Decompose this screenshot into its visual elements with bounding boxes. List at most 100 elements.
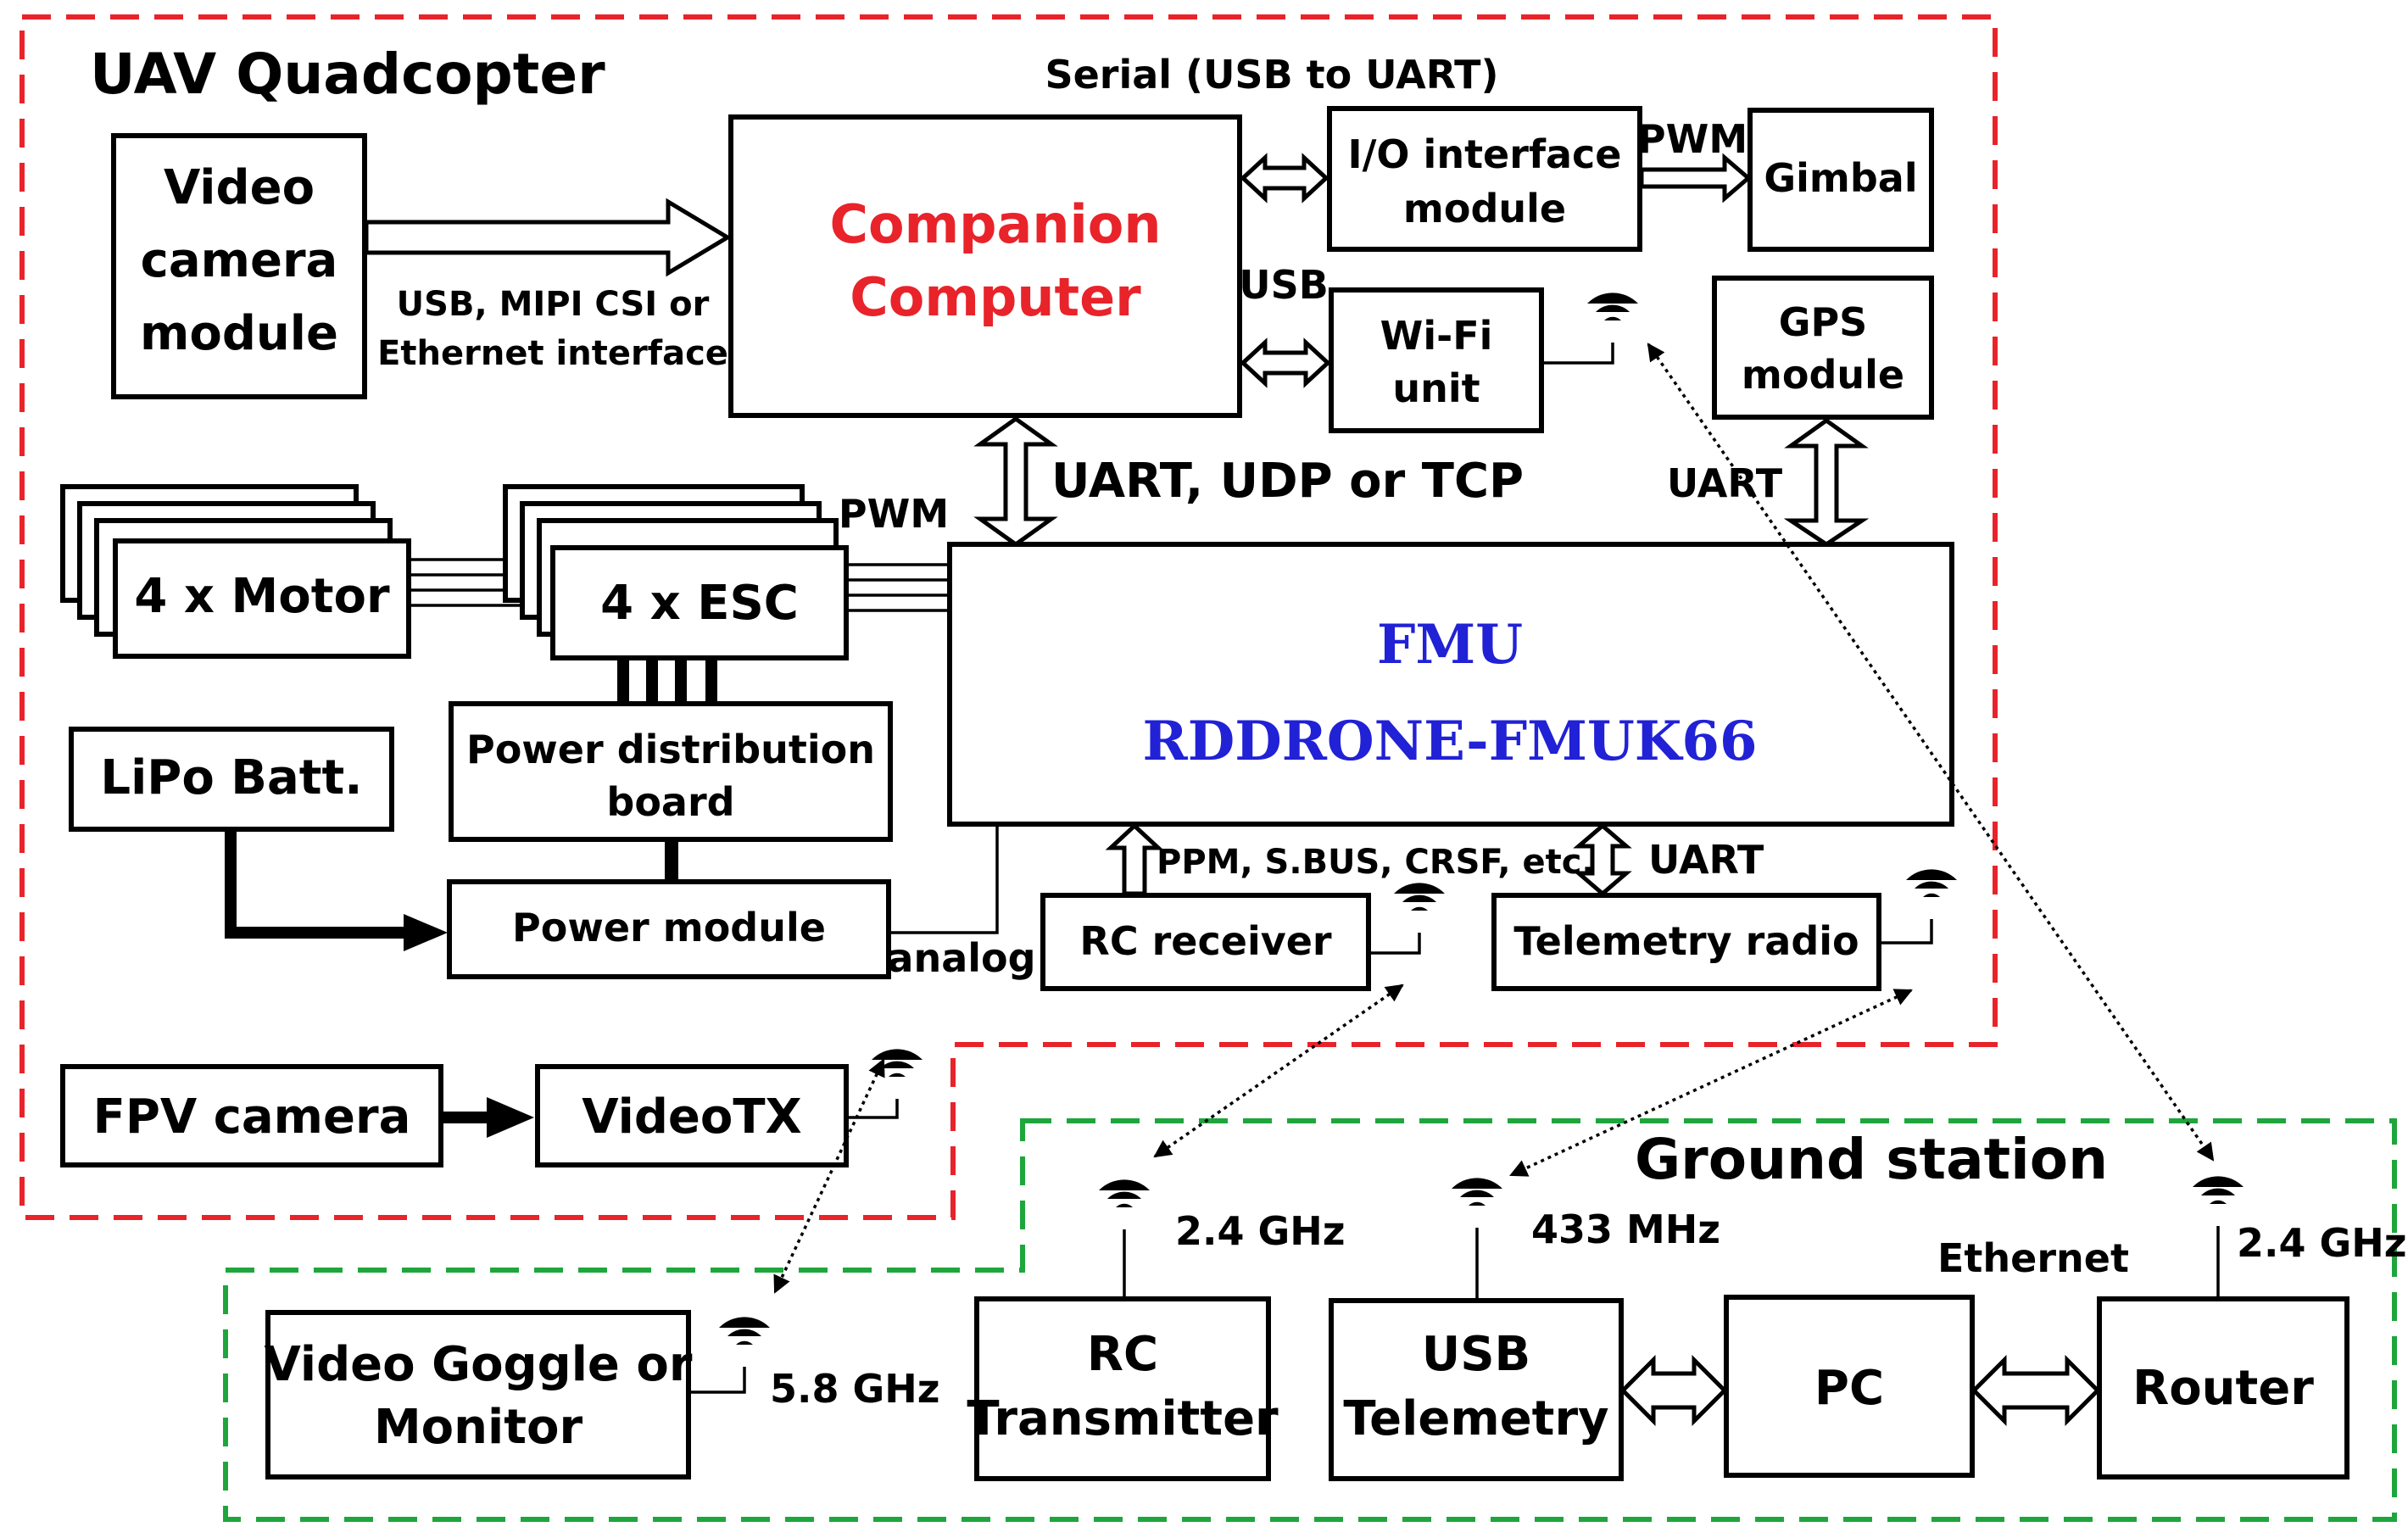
telemetry-fmu-arrow — [1573, 822, 1632, 897]
wifi-label-1: Wi-Fi — [1380, 313, 1493, 359]
video-camera-label-3: module — [140, 306, 338, 361]
fpv-camera-label: FPV camera — [93, 1089, 411, 1145]
pwm-esc-label: PWM — [839, 491, 949, 537]
companion-io-arrow — [1240, 153, 1329, 203]
motor-stack: 4 x Motor — [60, 484, 411, 659]
rc-wireless-link — [1153, 984, 1404, 1158]
pc-label: PC — [1814, 1361, 1884, 1416]
rc-tx-label-1: RC — [1087, 1327, 1158, 1382]
fmu-label-2: RDDRONE-FMUK66 — [1143, 710, 1758, 773]
companion-label-1: Companion — [829, 193, 1161, 255]
freq-telem-label: 433 MHz — [1531, 1206, 1720, 1252]
power-module: Power module — [447, 879, 891, 979]
video-goggle-monitor: Video Goggle or Monitor — [265, 1310, 693, 1479]
gps-label-2: module — [1742, 352, 1904, 398]
router-label: Router — [2132, 1361, 2314, 1416]
serial-label: Serial (USB to UART) — [1045, 52, 1498, 98]
camera-to-companion-arrow — [364, 198, 732, 277]
video-wireless-link — [773, 1058, 885, 1294]
usb-telemetry-pc-arrow — [1619, 1354, 1728, 1427]
pwm-gimbal-label: PWM — [1637, 116, 1747, 162]
video-tx-label: VideoTX — [582, 1089, 801, 1145]
battery-label: LiPo Batt. — [100, 750, 362, 805]
videotx-antenna-icon — [872, 1049, 923, 1099]
telemetry-radio-label: Telemetry radio — [1513, 918, 1859, 964]
video-camera-label-1: Video — [164, 160, 315, 215]
freq-wifi-label: 2.4 GHz — [2237, 1220, 2407, 1266]
fmu: FMU RDDRONE-FMUK66 — [947, 542, 1954, 827]
rc-transmitter: RC Transmitter — [967, 1296, 1279, 1481]
goggle-label-2: Monitor — [374, 1400, 583, 1455]
freq-rc-label: 2.4 GHz — [1175, 1208, 1346, 1254]
camera-interface-label-2: Ethernet interface — [377, 334, 728, 373]
goggle-label-1: Video Goggle or — [265, 1337, 693, 1392]
gps-label-1: GPS — [1779, 299, 1868, 345]
video-tx: VideoTX — [535, 1064, 849, 1167]
router: Router — [2097, 1296, 2349, 1479]
telemetry-radio: Telemetry radio — [1491, 893, 1881, 991]
esc-fmu-wires — [846, 563, 953, 612]
analog-label: analog — [887, 935, 1035, 981]
rc-tx-label-2: Transmitter — [967, 1391, 1279, 1446]
io-gimbal-arrow — [1639, 153, 1752, 203]
router-antenna-icon — [2193, 1176, 2244, 1226]
pc-router-arrow — [1970, 1354, 2101, 1427]
wifi-wireless-link — [1647, 343, 2215, 1162]
fmu-label-1: FMU — [1377, 613, 1523, 677]
rc-antenna-feed — [1370, 933, 1421, 955]
video-camera-label-2: camera — [141, 233, 338, 288]
companion-label-2: Computer — [850, 266, 1141, 328]
rc-transmitter-antenna-icon — [1099, 1179, 1150, 1229]
rc-receiver-label: RC receiver — [1079, 918, 1331, 964]
pc: PC — [1724, 1295, 1975, 1478]
esc-pdb-power-wires — [617, 660, 717, 704]
ethernet-label: Ethernet — [1937, 1235, 2129, 1281]
ground-station-group-border — [223, 1118, 2397, 1522]
battery-pm-wire — [225, 831, 409, 939]
telemetry-radio-antenna-icon — [1906, 869, 1957, 919]
video-camera-module: Video camera module — [111, 133, 367, 399]
wifi-unit: Wi-Fi unit — [1329, 287, 1544, 433]
pdb-pm-wire — [665, 839, 678, 880]
battery-pm-arrowhead — [404, 914, 448, 951]
usb-telemetry-label-1: USB — [1422, 1327, 1531, 1382]
telemetry-wireless-link — [1509, 989, 1913, 1177]
rc-fmu-arrow — [1105, 822, 1164, 896]
io-label-1: I/O interface — [1348, 131, 1622, 177]
goggle-antenna-icon — [719, 1317, 770, 1367]
usb-label: USB — [1239, 262, 1329, 308]
ground-station-title: Ground station — [1635, 1127, 2108, 1192]
esc-label: 4 x ESC — [600, 576, 799, 631]
telemetry-antenna-feed — [1881, 919, 1933, 945]
companion-computer: Companion Computer — [728, 114, 1242, 418]
power-module-label: Power module — [512, 905, 826, 950]
lipo-battery: LiPo Batt. — [69, 727, 394, 832]
analog-sense-line — [890, 826, 999, 934]
gps-link-label: UART — [1667, 460, 1783, 506]
power-distribution-board: Power distribution board — [449, 701, 893, 842]
gimbal: Gimbal — [1747, 108, 1934, 252]
goggle-antenna-feed — [690, 1367, 746, 1394]
rc-link-label: PPM, S.BUS, CRSF, etc. — [1157, 843, 1595, 882]
wifi-antenna-feed — [1543, 343, 1614, 365]
wifi-label-2: unit — [1392, 365, 1480, 411]
uav-title: UAV Quadcopter — [90, 42, 605, 107]
videotx-antenna-feed — [848, 1099, 899, 1119]
gps-fmu-arrow — [1783, 417, 1870, 548]
usb-telemetry: USB Telemetry — [1329, 1298, 1624, 1481]
pdb-label-1: Power distribution — [466, 727, 875, 772]
gimbal-label: Gimbal — [1764, 155, 1917, 201]
rc-receiver: RC receiver — [1040, 893, 1371, 991]
rc-receiver-antenna-icon — [1394, 883, 1445, 933]
motor-label: 4 x Motor — [134, 569, 390, 624]
companion-fmu-arrow — [973, 415, 1058, 548]
usb-telemetry-antenna-icon — [1452, 1178, 1502, 1228]
companion-link-label: UART, UDP or TCP — [1051, 454, 1524, 509]
telemetry-link-label: UART — [1648, 837, 1764, 883]
gps-module: GPS module — [1712, 276, 1934, 420]
io-interface-module: I/O interface module — [1327, 106, 1642, 252]
esc-stack: 4 x ESC — [503, 484, 849, 660]
camera-interface-label-1: USB, MIPI CSI or — [397, 285, 710, 324]
wifi-antenna-icon — [1587, 293, 1638, 343]
